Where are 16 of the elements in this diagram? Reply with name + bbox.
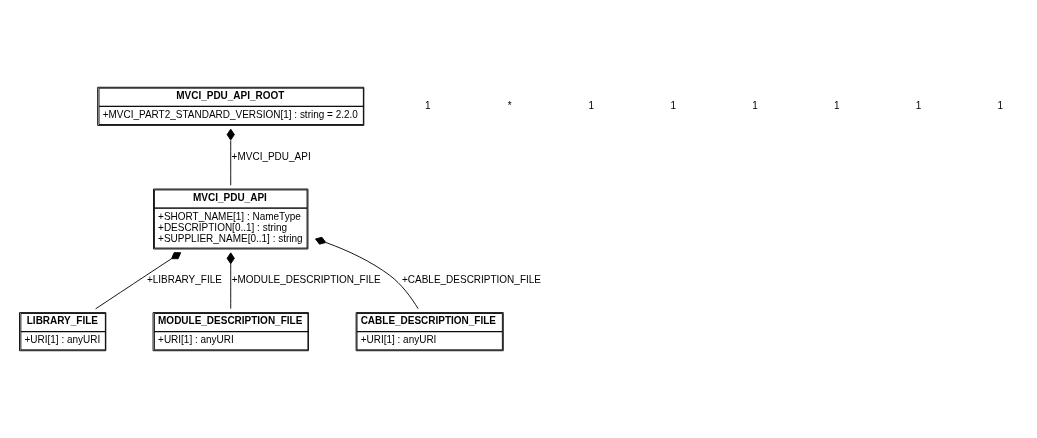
label: 1 xyxy=(833,99,840,111)
connector xyxy=(315,236,419,310)
label: * xyxy=(507,99,512,111)
edge-label: +CABLE_DESCRIPTION_FILE xyxy=(401,274,541,286)
label: 1 xyxy=(997,99,1004,111)
connector xyxy=(226,252,235,310)
label: 1 xyxy=(752,99,758,111)
edge-label: +MODULE_DESCRIPTION_FILE xyxy=(231,274,381,286)
label: 1 xyxy=(425,99,431,111)
edge-label: +LIBRARY_FILE xyxy=(146,274,222,286)
edge-label: +MVCI_PDU_API xyxy=(231,150,311,162)
label: 1 xyxy=(915,99,922,111)
label: 1 xyxy=(588,99,595,111)
connector xyxy=(95,252,182,310)
label: 1 xyxy=(670,99,676,111)
connector xyxy=(226,128,235,186)
